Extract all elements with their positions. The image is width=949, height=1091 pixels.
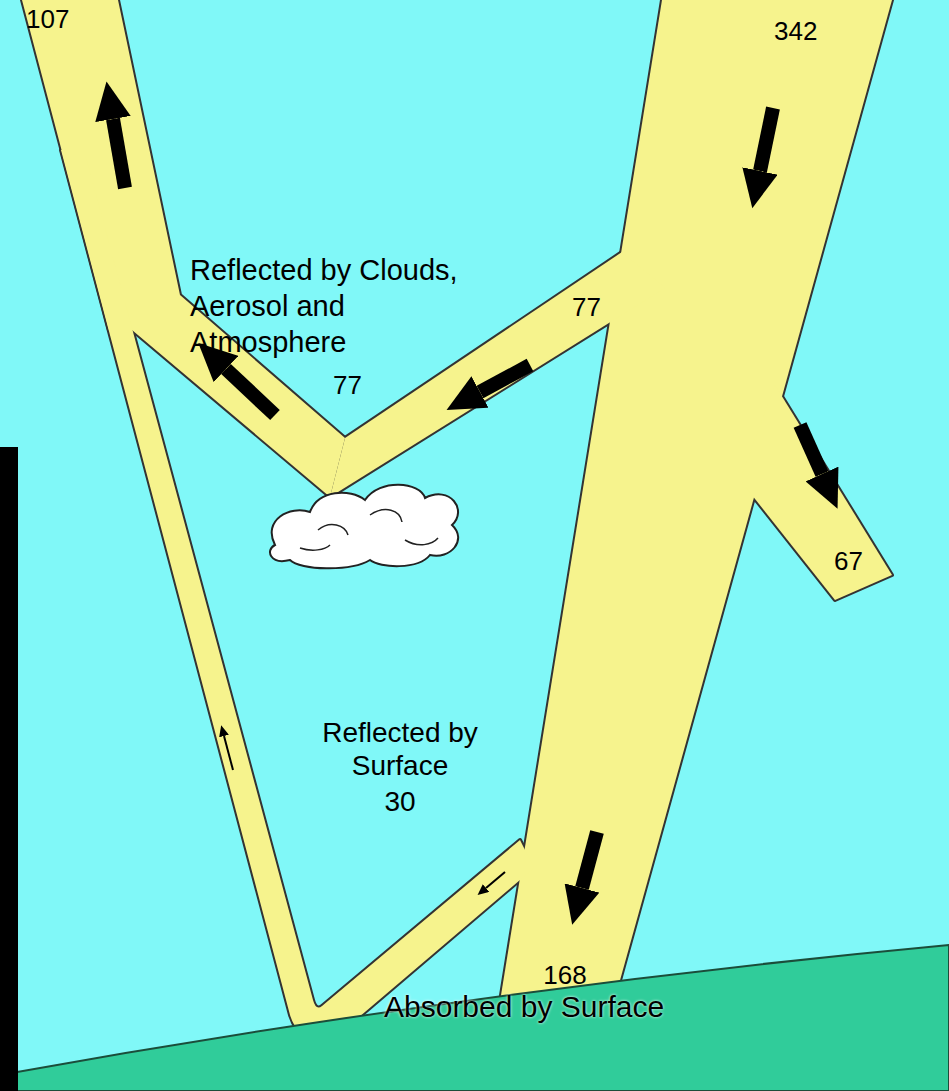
flux-value: 168	[515, 960, 615, 990]
process-label: Absorbed by Surface	[384, 990, 764, 1024]
flow-arrow	[800, 425, 822, 474]
flux-value: 30	[360, 786, 440, 818]
earth-surface	[0, 945, 949, 1091]
flow-arrow	[582, 832, 597, 888]
cloud-reflection-band	[330, 252, 665, 497]
flux-value: 107	[26, 4, 106, 34]
flux-value: 77	[572, 292, 622, 322]
process-label: Reflected by Clouds, Aerosol and Atmosph…	[190, 252, 480, 360]
cloud	[270, 485, 458, 569]
cloud-shape	[270, 485, 458, 569]
flow-arrow	[226, 369, 275, 415]
band-fills	[22, 0, 892, 1039]
cloud-detail	[300, 510, 438, 550]
small-flow-arrow	[224, 736, 233, 770]
edge-bar	[0, 447, 18, 1091]
incoming-band	[497, 0, 892, 1020]
outgoing-band	[22, 0, 345, 497]
process-label: Reflected by Surface	[295, 716, 505, 782]
flow-arrow	[113, 119, 125, 188]
flow-arrow	[480, 365, 530, 392]
surface-reflection-band	[61, 150, 534, 1039]
absorbed-atmosphere-band	[740, 385, 892, 600]
small-flow-arrow	[486, 872, 505, 888]
flux-value: 342	[774, 16, 854, 46]
edge-bar	[0, 447, 18, 1091]
flux-value: 77	[333, 370, 383, 400]
flow-arrow	[760, 108, 773, 171]
band-outline	[22, 0, 345, 497]
band-outline	[497, 0, 892, 1020]
flux-value: 67	[834, 546, 884, 576]
band-outlines	[22, 0, 892, 1039]
flow-arrows	[113, 108, 822, 888]
